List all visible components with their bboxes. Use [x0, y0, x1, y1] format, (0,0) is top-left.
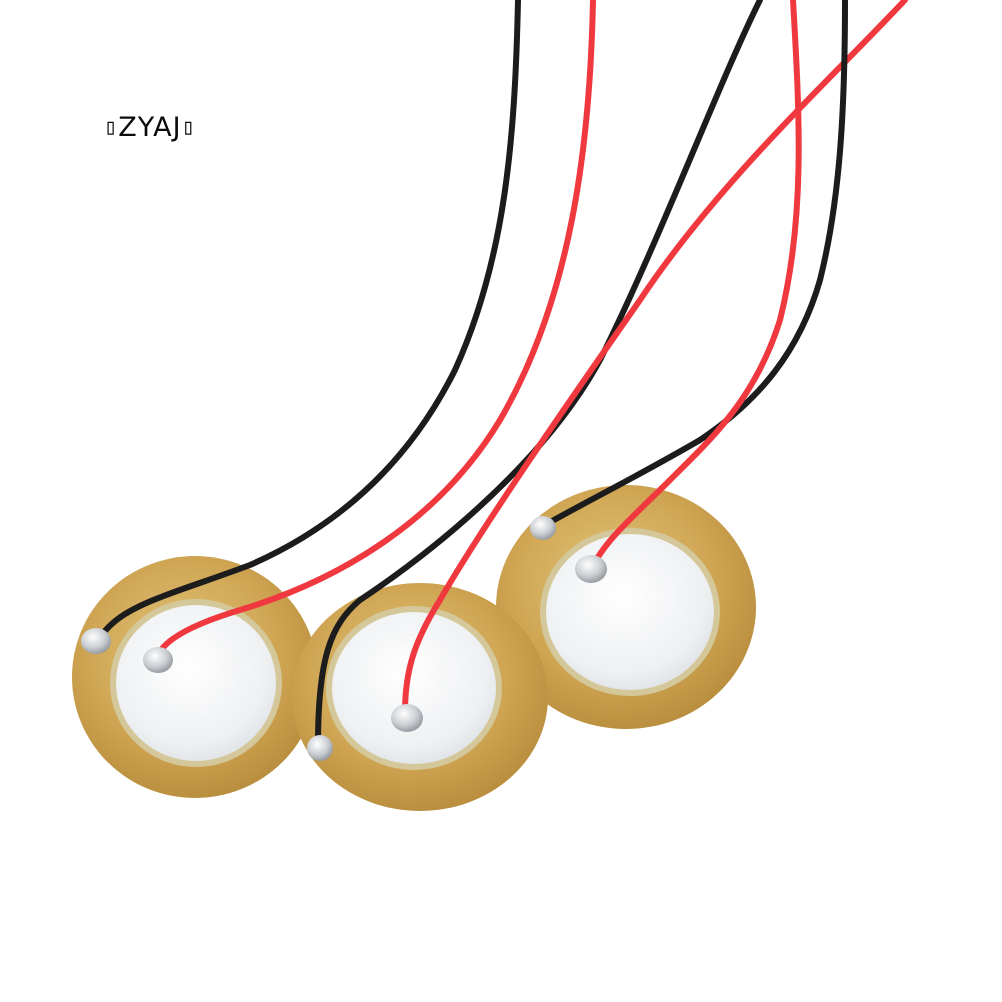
solder-joint	[81, 628, 111, 654]
ceramic-element	[546, 534, 714, 690]
black-wire-left	[97, 0, 521, 641]
ceramic-element	[332, 612, 496, 764]
brand-watermark: ▯ZYAJ▯	[104, 114, 196, 141]
red-wire-left	[155, 0, 596, 658]
red-wire-right	[589, 0, 802, 571]
solder-joint	[530, 516, 556, 540]
watermark-close-glyph: ▯	[181, 115, 196, 140]
solder-joint	[575, 555, 607, 583]
piezo-disc-left	[72, 556, 318, 798]
wires	[97, 0, 908, 748]
watermark-open-glyph: ▯	[104, 115, 119, 140]
watermark-text: ZYAJ	[118, 112, 182, 143]
solder-joint	[143, 647, 173, 673]
ceramic-element	[116, 605, 276, 761]
piezo-disc-middle	[292, 583, 548, 811]
black-wire-right	[542, 0, 848, 528]
solder-joint	[307, 735, 333, 761]
solder-joints	[81, 516, 607, 761]
solder-joint	[391, 704, 423, 732]
red-wire-middle	[402, 0, 908, 715]
